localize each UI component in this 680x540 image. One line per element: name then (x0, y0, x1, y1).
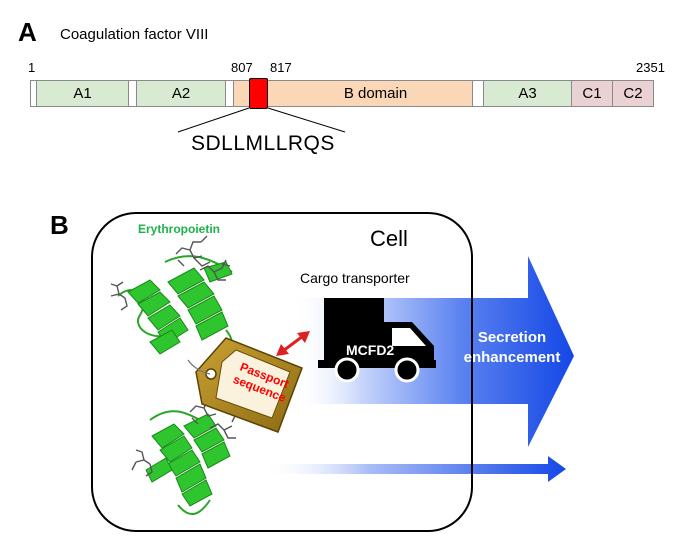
domain-a2-label: A2 (171, 85, 191, 102)
domain-a1-label: A1 (73, 85, 92, 102)
sequence-callout-lines (177, 107, 346, 133)
domain-b: B domain (233, 80, 473, 107)
secretion-enhancement-label: Secretion enhancement (452, 328, 572, 368)
truck-icon (318, 298, 436, 383)
domain-a3-label: A3 (518, 85, 537, 102)
basal-secretion-arrow-icon (262, 456, 566, 482)
domain-b-label: B domain (343, 85, 408, 102)
protein-label: Erythropoietin (138, 222, 221, 236)
position-end-label: 2351 (636, 60, 665, 75)
position-start-label: 1 (28, 60, 36, 75)
glycan-icon (131, 393, 237, 477)
protein-ribbon-icon (117, 255, 234, 359)
domain-c1-label: C1 (582, 85, 602, 102)
domain-a3: A3 (483, 80, 572, 107)
truck-label: MCFD2 (346, 342, 395, 358)
domain-a2: A2 (136, 80, 226, 107)
cargo-transporter-label: Cargo transporter (300, 270, 410, 286)
cell-boundary (91, 212, 473, 532)
position-817-label: 817 (270, 60, 292, 75)
glycan-icon (110, 235, 231, 311)
double-arrow-icon (276, 331, 310, 356)
domain-c1: C1 (571, 80, 613, 107)
panel-a-title: Coagulation factor VIII (60, 26, 209, 43)
position-807-label: 807 (231, 60, 253, 75)
domain-c2-label: C2 (623, 85, 643, 102)
passport-sequence-text: SDLLMLLRQS (191, 132, 335, 155)
passport-segment (249, 78, 268, 109)
cell-label: Cell (370, 226, 408, 251)
luggage-tag-icon (187, 337, 303, 433)
domain-c2: C2 (612, 80, 654, 107)
panel-b-label: B (50, 210, 69, 240)
protein-ribbon-icon (145, 410, 231, 515)
panel-a-label: A (18, 17, 37, 47)
secretion-label-line2: enhancement (463, 349, 561, 366)
secretion-label-line1: Secretion (477, 329, 547, 346)
